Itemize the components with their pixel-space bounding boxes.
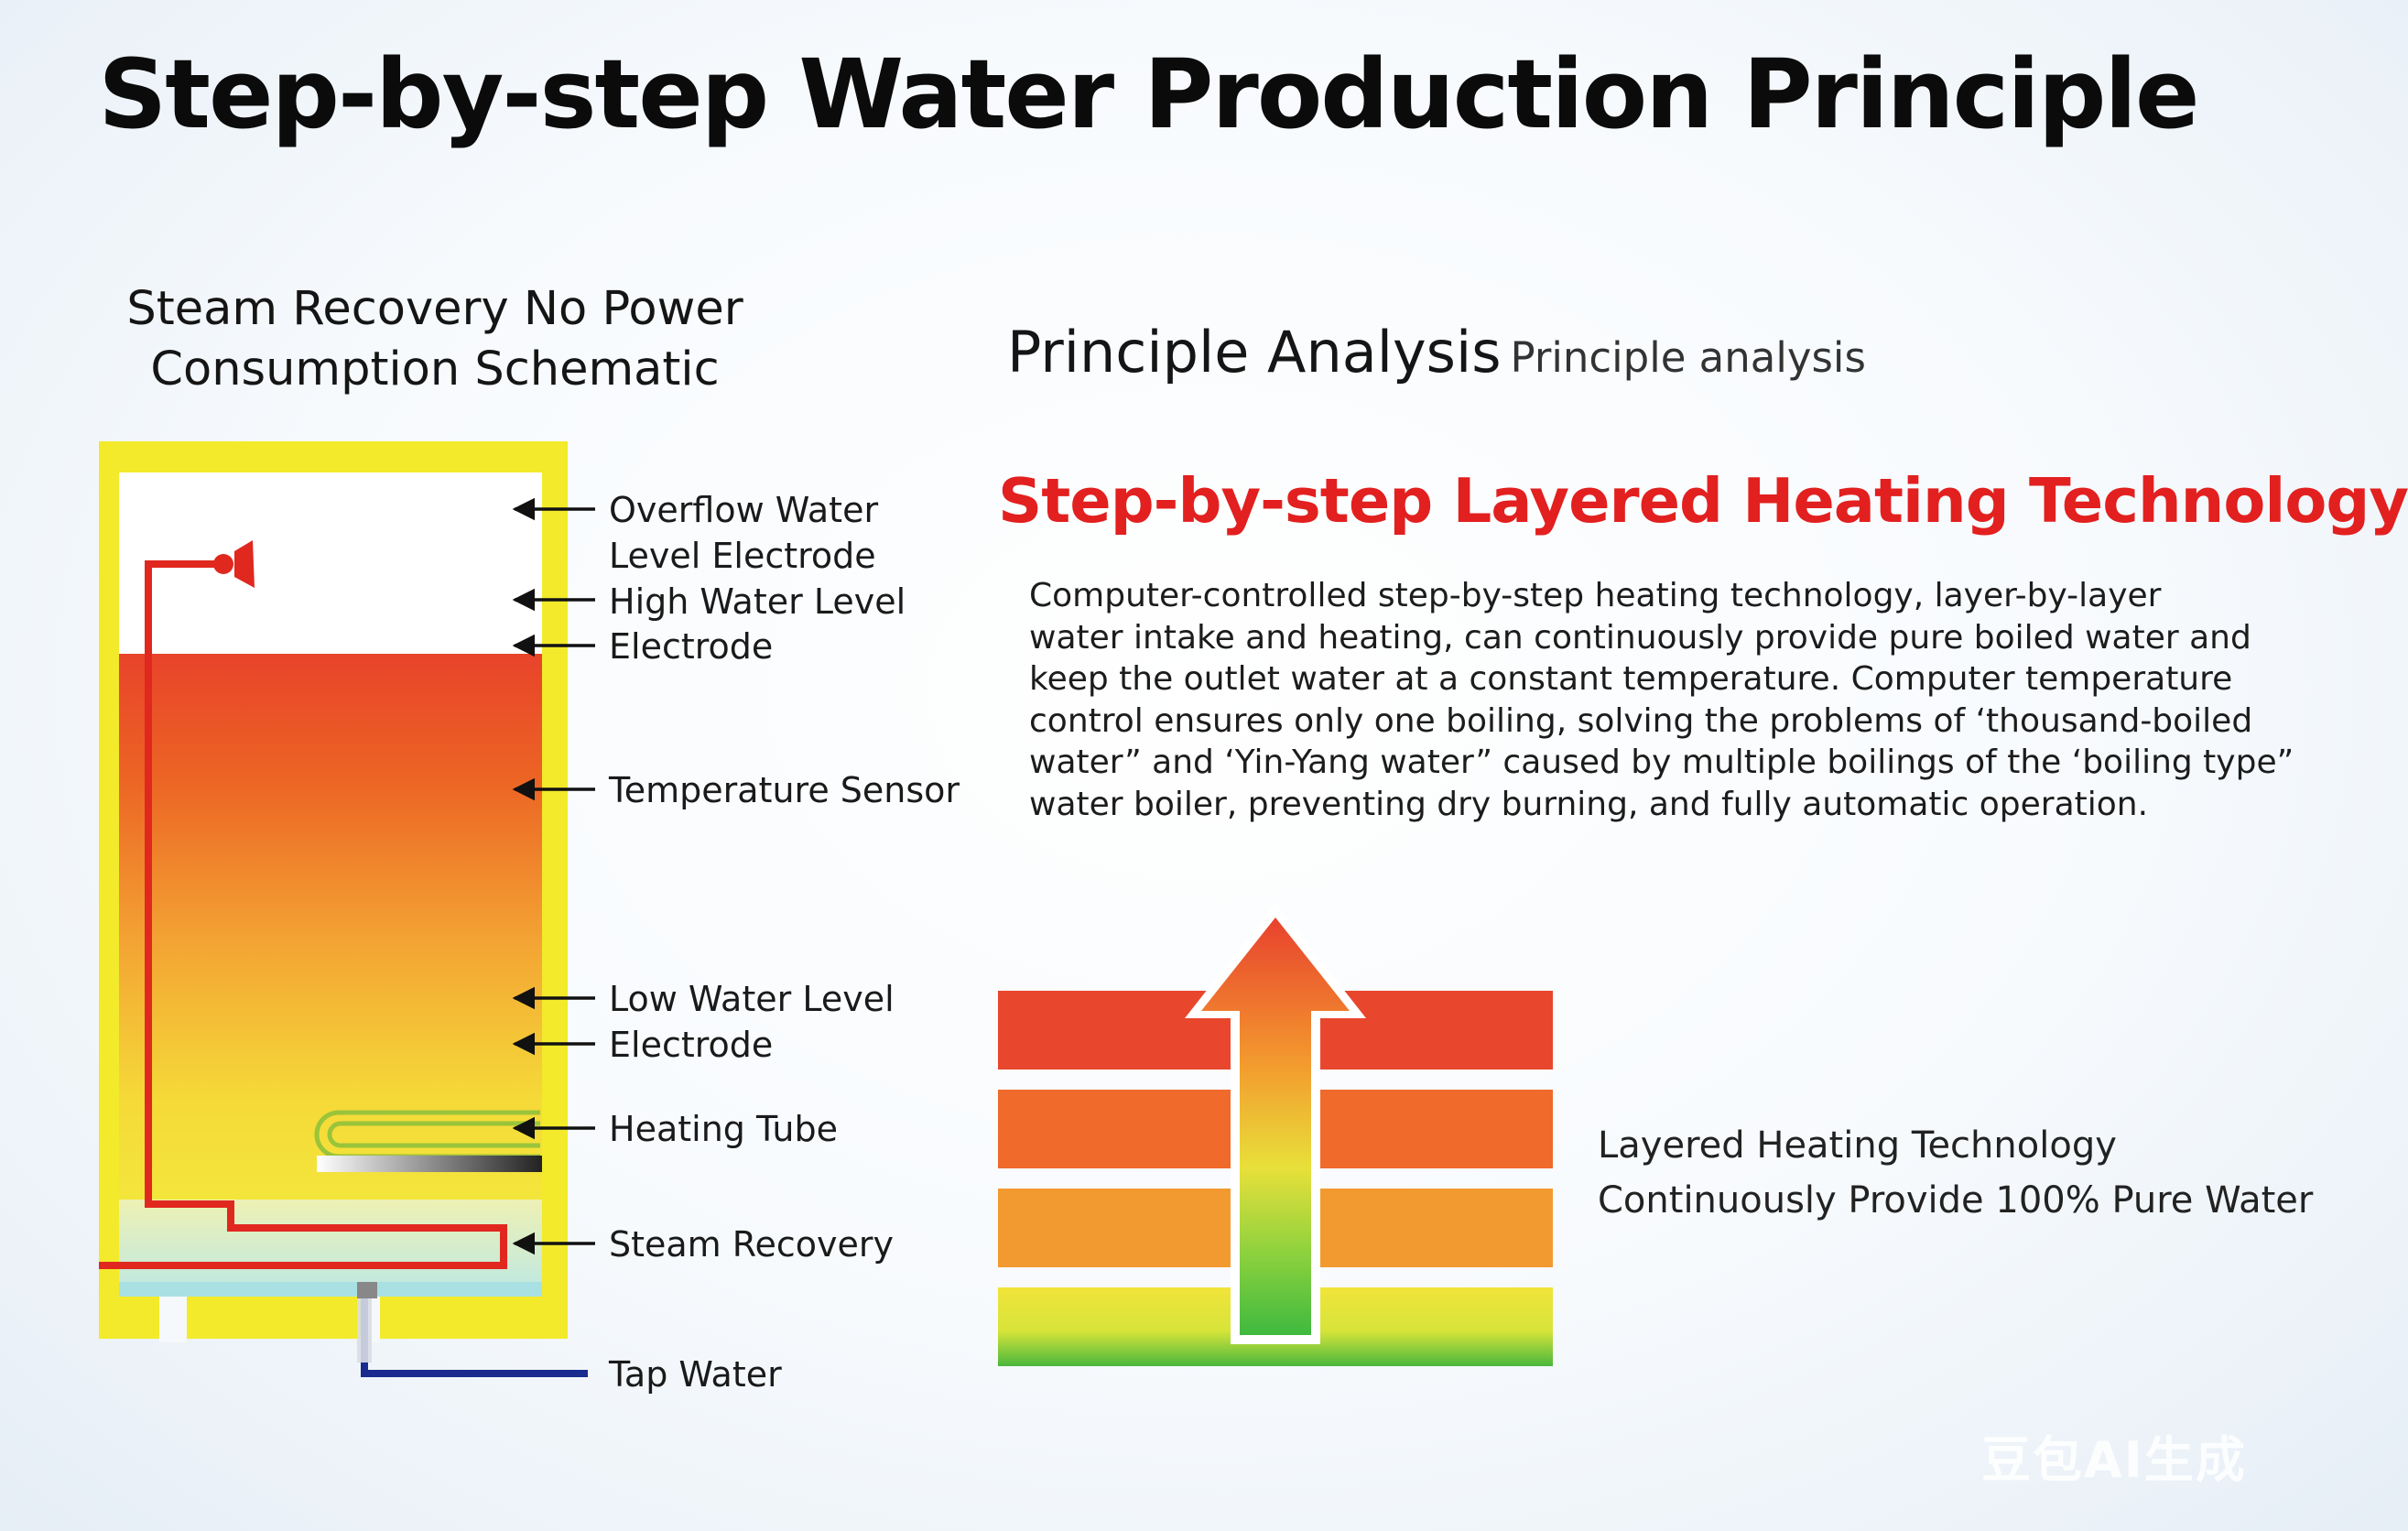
label-low-1: Low Water Level xyxy=(609,979,895,1019)
label-temp-sensor: Temperature Sensor xyxy=(608,770,960,810)
steam-recovery-zone xyxy=(119,1200,542,1291)
layered-heating-graphic xyxy=(998,903,1553,1366)
label-steam-recovery: Steam Recovery xyxy=(609,1224,894,1265)
principle-heading-main: Principle Analysis xyxy=(1007,319,1502,385)
rising-arrow-fill xyxy=(1201,918,1350,1335)
ai-watermark: 豆包AI生成 xyxy=(1981,1431,2247,1489)
principle-description: Computer-controlled step-by-step heating… xyxy=(1029,575,2294,825)
description-line: water” and ‘Yin-Yang water” caused by mu… xyxy=(1029,744,2294,781)
description-line: water boiler, preventing dry burning, an… xyxy=(1029,785,2149,823)
label-arrows xyxy=(512,497,595,1255)
steam-pipe xyxy=(99,560,507,1269)
heating-bar xyxy=(317,1156,542,1172)
tank-base-water xyxy=(119,1282,542,1297)
label-high-2: Electrode xyxy=(609,626,773,667)
layered-caption-line2: Continuously Provide 100% Pure Water xyxy=(1598,1179,2314,1222)
layered-heating-title: Step-by-step Layered Heating Technology xyxy=(998,465,2408,537)
tap-inlet-fitting xyxy=(357,1282,377,1298)
description-line: Computer-controlled step-by-step heating… xyxy=(1029,577,2162,614)
layered-caption-line1: Layered Heating Technology xyxy=(1598,1124,2117,1167)
schematic-title-line2: Consumption Schematic xyxy=(150,342,720,396)
label-heating-tube: Heating Tube xyxy=(609,1109,838,1149)
label-overflow-1: Overflow Water xyxy=(609,490,878,530)
description-line: control ensures only one boiling, solvin… xyxy=(1029,701,2253,740)
steam-nozzle xyxy=(213,540,255,588)
schematic-title-line1: Steam Recovery No Power xyxy=(126,282,743,336)
page-title: Step-by-step Water Production Principle xyxy=(98,38,2199,150)
heating-tube xyxy=(314,1110,540,1159)
label-high-1: High Water Level xyxy=(609,581,906,622)
description-line: keep the outlet water at a constant temp… xyxy=(1029,660,2233,698)
label-overflow-2: Level Electrode xyxy=(609,536,876,576)
principle-heading-sub: Principle analysis xyxy=(1510,333,1866,382)
label-low-2: Electrode xyxy=(609,1025,773,1065)
description-line: water intake and heating, can continuous… xyxy=(1029,618,2251,657)
label-tap-water: Tap Water xyxy=(608,1354,782,1395)
boiler-schematic: Overflow Water Level Electrode High Wate… xyxy=(99,441,960,1395)
